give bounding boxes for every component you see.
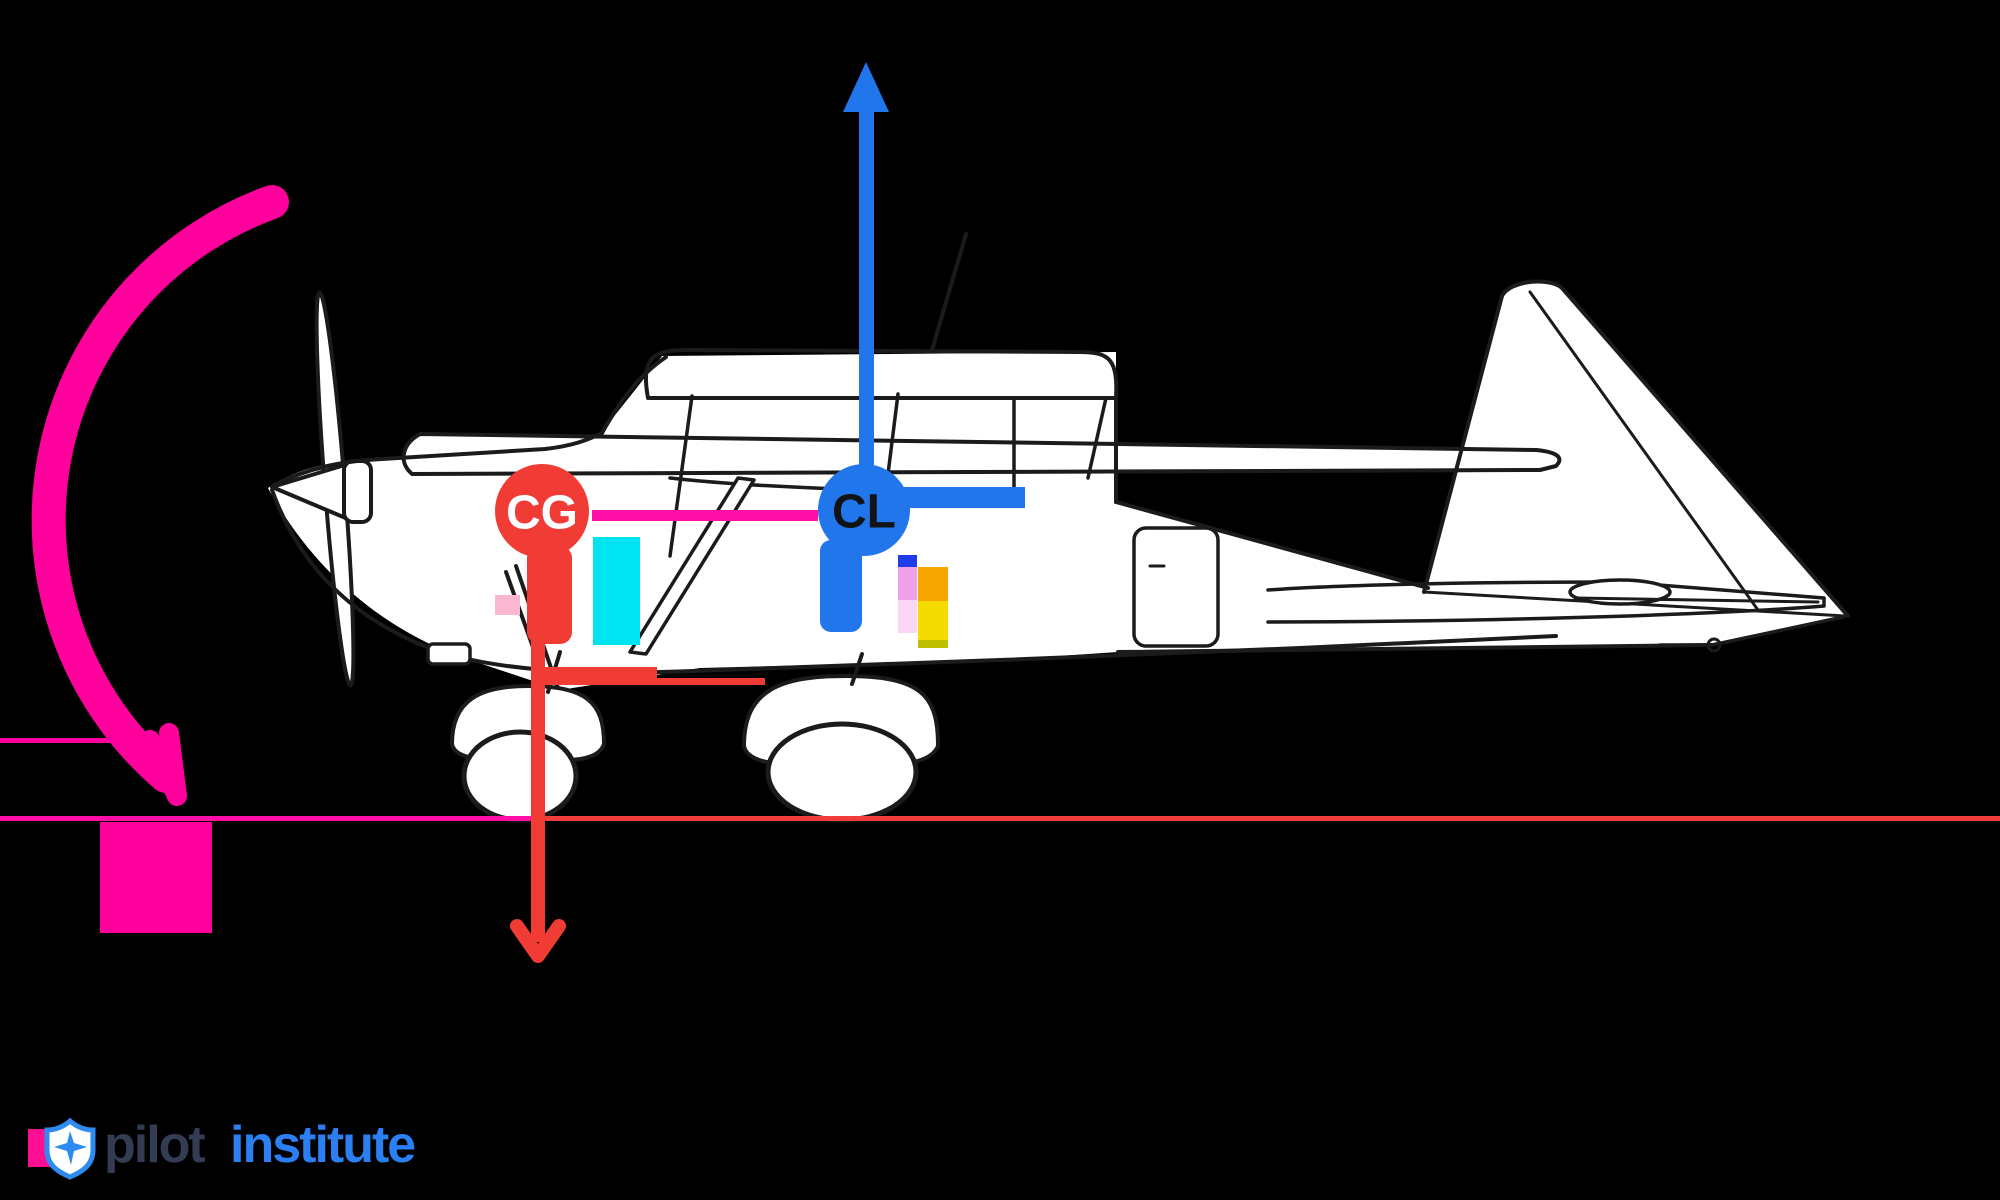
prop-hub	[342, 459, 373, 524]
rotation-arc-group	[31, 185, 289, 933]
cg-circle	[495, 464, 589, 558]
antenna	[930, 232, 968, 352]
weight-reference-bar	[538, 667, 765, 685]
cowl-top-line	[272, 431, 604, 487]
tail-fin	[1424, 282, 1848, 616]
horizontal-stabilizer	[1268, 582, 1824, 622]
cg-label: CG	[506, 487, 578, 540]
exhaust-pipe	[426, 642, 472, 666]
lift-arrow-group: CL	[818, 62, 910, 632]
airplane-line-art	[270, 232, 1850, 823]
cyan-block	[593, 537, 640, 645]
rotation-arrowhead-barb	[140, 723, 187, 806]
pilot-institute-logo: pilot institute	[28, 1116, 417, 1180]
pale-pink-block	[898, 600, 917, 633]
color-blocks	[495, 537, 948, 648]
cg-pin-tail	[527, 546, 572, 644]
weight-arrow-group: CG	[495, 464, 589, 963]
cl-pin-tail	[820, 540, 862, 632]
fin-leading-edge	[1422, 294, 1504, 594]
cg-cl-connector-line	[592, 510, 818, 521]
blush-block	[495, 595, 520, 615]
windshield	[600, 355, 668, 435]
nose-wheel	[461, 729, 579, 823]
logo-plane-icon	[54, 1131, 87, 1165]
rudder-hinge-line	[1528, 290, 1760, 612]
logo-text-institute: institute	[230, 1116, 415, 1174]
yellow-block	[918, 601, 948, 640]
olive-block	[918, 640, 948, 648]
fin-top-cap	[1500, 279, 1564, 298]
cabin-roof	[644, 348, 1119, 400]
wing	[403, 434, 1560, 474]
tail-tiedown-ring	[1706, 637, 1722, 653]
rudder-trailing-edge	[1560, 286, 1850, 618]
cl-circle	[818, 464, 910, 556]
wing-outline	[401, 432, 1562, 476]
window-rear-edge	[1012, 396, 1108, 494]
window-post-front	[668, 394, 694, 558]
reference-bars	[538, 487, 1025, 685]
main-wheel	[765, 721, 919, 823]
orchid-block	[898, 567, 917, 600]
rotation-arc	[31, 185, 289, 793]
elevator-hinge	[1573, 596, 1820, 604]
datum-line-left	[0, 816, 533, 821]
weight-arrowhead	[510, 919, 566, 963]
cl-label: CL	[832, 486, 896, 539]
lift-arrow-shaft	[859, 98, 874, 468]
lift-arrowhead	[843, 62, 889, 112]
deep-blue-block	[898, 555, 917, 567]
rotation-arrowhead-block	[100, 822, 212, 933]
wing-strut-outline	[628, 476, 756, 656]
tail-tiedown	[1658, 615, 1845, 647]
datum-line-right	[545, 816, 2000, 821]
boom-top-line	[1114, 500, 1430, 590]
datum-lines	[0, 738, 2000, 821]
boom-bottom-line	[1116, 643, 1714, 654]
weight-arrow-shaft	[531, 560, 545, 942]
logo-text-pilot: pilot	[104, 1116, 205, 1174]
orange-block	[918, 567, 948, 601]
cabin-door	[1132, 526, 1220, 648]
lift-reference-bar	[904, 487, 1025, 508]
short-pink-line	[0, 738, 123, 743]
stabilizer-outline	[1266, 580, 1826, 624]
